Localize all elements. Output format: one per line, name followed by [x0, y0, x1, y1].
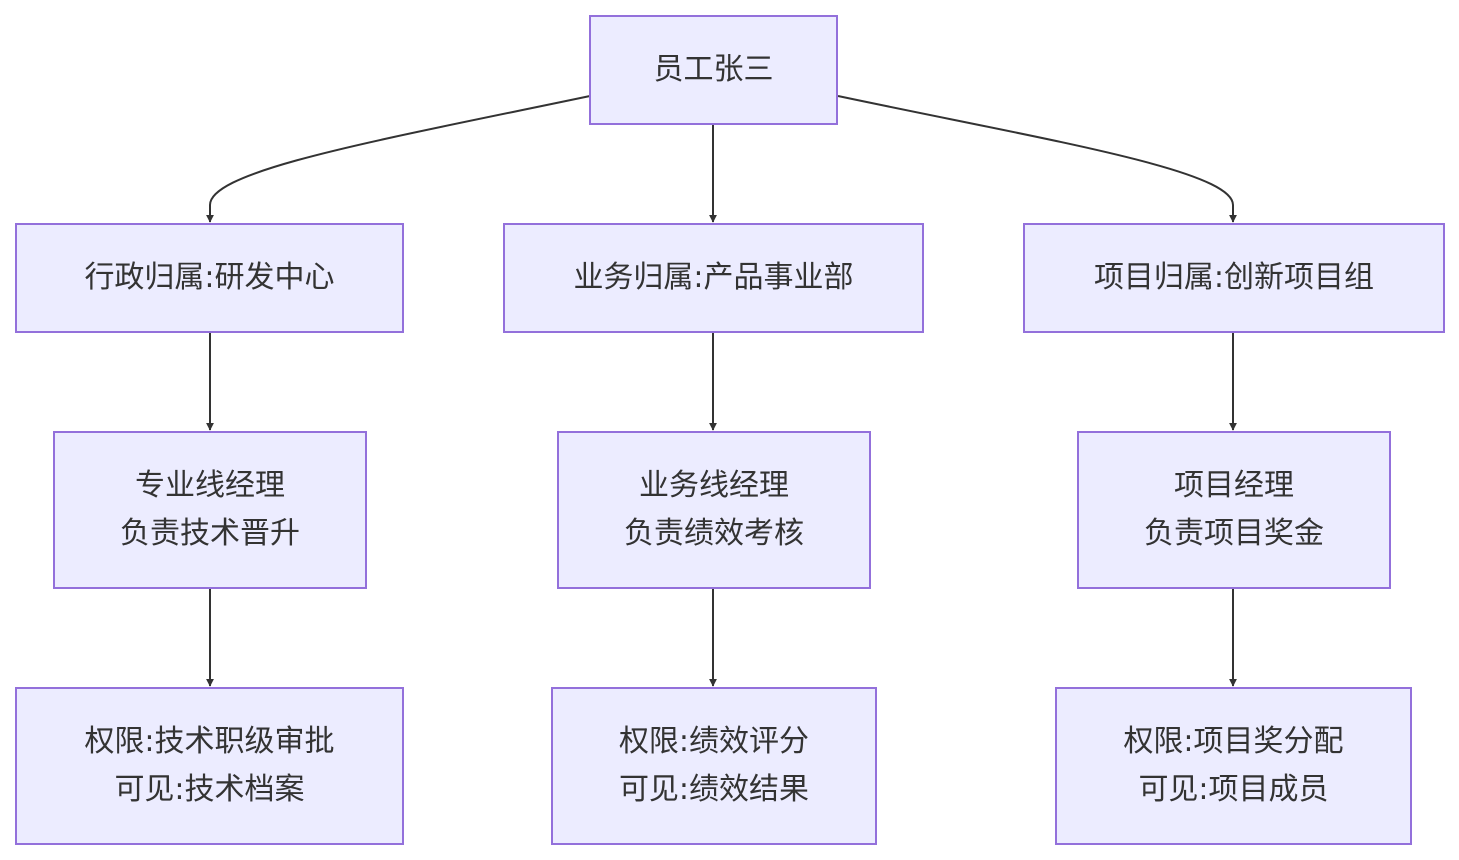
edge-employee-to-admin: [206, 95, 591, 223]
biz-permission-node: 权限:绩效评分 可见:绩效结果: [551, 687, 877, 845]
tech-manager-duty: 负责技术晋升: [120, 516, 300, 551]
business-affiliation-label: 业务归属:产品事业部: [573, 260, 854, 295]
proj-permission-node: 权限:项目奖分配 可见:项目成员: [1055, 687, 1412, 845]
admin-affiliation-label: 行政归属:研发中心: [84, 260, 335, 295]
tech-visibility-text: 可见:技术档案: [114, 772, 305, 807]
biz-manager-node: 业务线经理 负责绩效考核: [557, 431, 871, 589]
biz-permission-text: 权限:绩效评分: [618, 724, 810, 759]
proj-manager-title: 项目经理: [1174, 468, 1294, 503]
project-affiliation-node: 项目归属:创新项目组: [1023, 223, 1445, 333]
employee-node: 员工张三: [589, 15, 838, 125]
proj-manager-duty: 负责项目奖金: [1144, 516, 1324, 551]
biz-manager-duty: 负责绩效考核: [624, 516, 804, 551]
biz-manager-title: 业务线经理: [639, 468, 789, 503]
proj-manager-node: 项目经理 负责项目奖金: [1077, 431, 1391, 589]
business-affiliation-node: 业务归属:产品事业部: [503, 223, 924, 333]
project-affiliation-label: 项目归属:创新项目组: [1093, 260, 1375, 295]
tech-manager-title: 专业线经理: [135, 468, 285, 503]
biz-visibility-text: 可见:绩效结果: [618, 772, 810, 807]
tech-manager-node: 专业线经理 负责技术晋升: [53, 431, 367, 589]
tech-permission-text: 权限:技术职级审批: [84, 724, 335, 759]
proj-visibility-text: 可见:项目成员: [1138, 772, 1329, 807]
employee-node-label: 员工张三: [653, 52, 774, 87]
admin-affiliation-node: 行政归属:研发中心: [15, 223, 404, 333]
edge-employee-to-project: [837, 95, 1237, 223]
proj-permission-text: 权限:项目奖分配: [1123, 724, 1344, 759]
tech-permission-node: 权限:技术职级审批 可见:技术档案: [15, 687, 404, 845]
